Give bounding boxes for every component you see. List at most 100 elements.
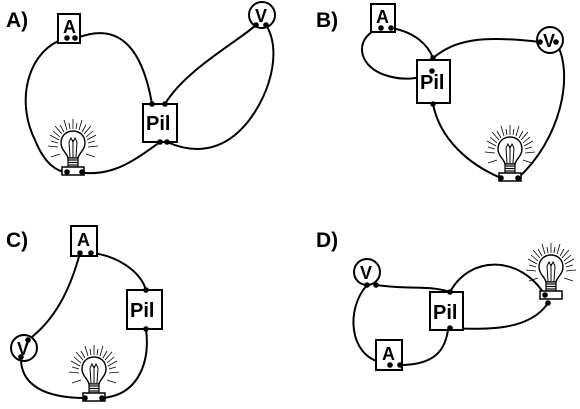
voltmeter-circle <box>10 334 38 362</box>
lightbulb-icon <box>47 118 99 176</box>
voltmeter: V <box>10 334 38 362</box>
voltmeter-circle <box>248 1 276 29</box>
battery-label: Pil <box>146 113 170 135</box>
lightbulb-icon <box>68 344 120 402</box>
voltmeter-circle <box>536 26 564 54</box>
ammeter: A <box>70 225 98 257</box>
terminal <box>447 289 453 295</box>
terminal <box>515 175 521 181</box>
panel-a: A) A V Pil <box>6 1 276 176</box>
terminal <box>25 337 31 343</box>
wire <box>27 252 81 341</box>
terminal <box>72 35 78 41</box>
terminal <box>64 35 70 41</box>
terminal <box>378 25 384 31</box>
wire <box>399 329 449 366</box>
battery: Pil <box>429 289 464 331</box>
wire <box>164 24 257 105</box>
voltmeter-label: V <box>17 339 29 359</box>
terminal <box>77 250 83 256</box>
panel-label-a: A) <box>6 9 28 32</box>
terminal <box>162 101 168 107</box>
terminal <box>99 395 105 401</box>
wire <box>166 24 275 150</box>
wire <box>90 252 147 291</box>
ammeter: A <box>375 339 403 371</box>
terminal <box>429 68 435 74</box>
terminal <box>545 300 551 306</box>
terminal <box>537 39 543 45</box>
terminal <box>364 282 370 288</box>
terminal <box>542 292 548 298</box>
wire <box>517 41 566 179</box>
voltmeter-label: V <box>543 31 555 51</box>
terminal <box>79 169 85 175</box>
terminal <box>430 101 436 107</box>
bulb <box>484 124 536 182</box>
terminal <box>397 362 403 368</box>
panel-label-b: B) <box>316 9 338 32</box>
panel-b: B) A V Pil <box>316 3 566 182</box>
voltmeter-label: V <box>360 263 372 283</box>
battery: Pil <box>142 101 178 145</box>
panel-label-d: D) <box>316 229 338 252</box>
voltmeter: V <box>536 26 564 54</box>
ammeter-label: A <box>63 17 76 37</box>
wire <box>449 302 549 330</box>
wire <box>432 103 502 179</box>
panel-label-c: C) <box>6 229 28 252</box>
ammeter-label: A <box>382 344 395 364</box>
ammeter-label: A <box>77 230 90 250</box>
terminal <box>64 169 70 175</box>
wire <box>375 284 451 293</box>
terminal <box>157 139 163 145</box>
bulb <box>47 118 99 176</box>
terminal <box>143 287 149 293</box>
wire <box>19 356 86 399</box>
terminal <box>18 354 24 360</box>
panel-c: C) A V Pil <box>6 225 163 402</box>
ammeter: A <box>370 3 396 33</box>
terminal <box>447 325 453 331</box>
ammeter-label: A <box>376 7 389 27</box>
battery-box <box>429 291 464 331</box>
battery-box <box>142 103 178 143</box>
terminal <box>88 250 94 256</box>
wire <box>24 37 68 173</box>
lightbulb-icon <box>525 242 577 300</box>
battery: Pil <box>416 55 451 107</box>
wire <box>432 37 541 59</box>
voltmeter-label: V <box>255 6 267 26</box>
terminal <box>430 55 436 61</box>
battery-label: Pil <box>130 300 154 322</box>
terminal <box>373 282 379 288</box>
terminal <box>149 101 155 107</box>
battery: Pil <box>126 287 163 332</box>
terminal <box>553 39 559 45</box>
wire <box>352 284 381 363</box>
lightbulb-icon <box>484 124 536 182</box>
terminal <box>164 139 170 145</box>
wire <box>76 32 153 105</box>
ammeter: A <box>57 13 81 44</box>
wire <box>84 141 161 175</box>
voltmeter: V <box>353 258 381 288</box>
terminal <box>387 362 393 368</box>
terminal <box>143 326 149 332</box>
terminal <box>388 25 394 31</box>
wire <box>449 263 546 296</box>
voltmeter: V <box>248 1 276 29</box>
panel-d: D) V Pil A <box>316 229 577 371</box>
terminal <box>253 22 259 28</box>
battery-label: Pil <box>420 72 444 94</box>
terminal <box>498 175 504 181</box>
terminal <box>263 22 269 28</box>
bulb <box>525 242 577 306</box>
wire <box>390 27 434 59</box>
wire <box>101 328 148 399</box>
terminal <box>82 395 88 401</box>
battery-label: Pil <box>433 302 457 324</box>
bulb <box>68 344 120 402</box>
